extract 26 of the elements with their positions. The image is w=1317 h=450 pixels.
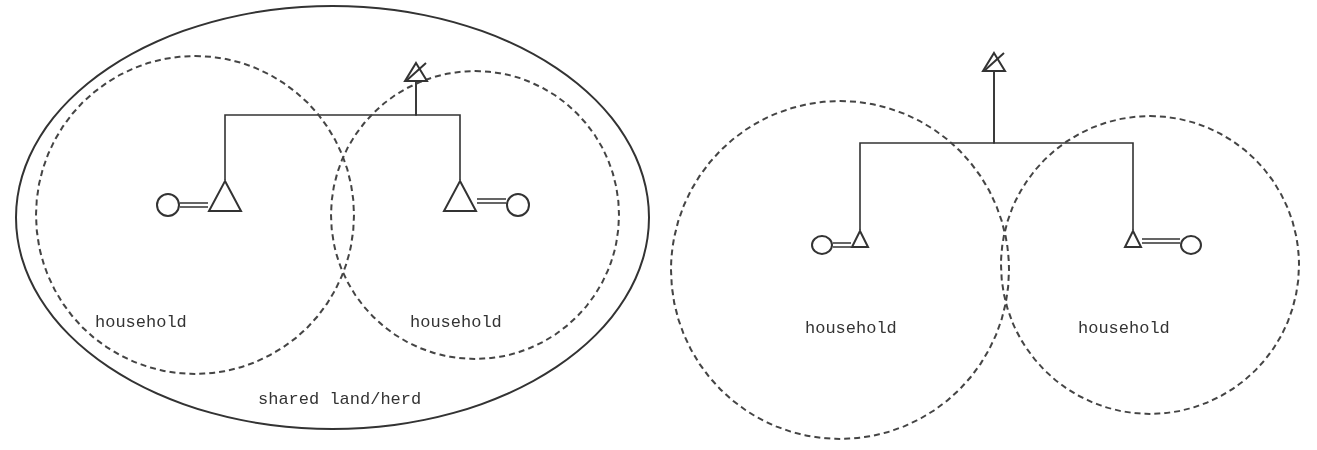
marriage-sign [1141,238,1181,244]
household-label: household [805,319,897,338]
household-circle [1000,115,1300,415]
household-circle [330,70,620,360]
female-symbol [811,235,833,255]
land-herd-ellipse [15,5,650,430]
household-label: household [95,313,187,332]
female-symbol [1180,235,1202,255]
household-label: household [1078,319,1170,338]
female-symbol [156,193,180,217]
male-symbol [208,180,242,212]
male-symbol [851,230,869,248]
household-label: household [410,313,502,332]
female-symbol [506,193,530,217]
male-symbol [443,180,477,212]
deceased-male-symbol [982,52,1006,72]
marriage-sign [832,242,852,248]
descent-line [993,71,1134,231]
descent-line [415,81,461,181]
area-label: shared land/herd [258,390,422,409]
marriage-sign [179,202,209,208]
household-circle [670,100,1010,440]
deceased-male-symbol [404,62,428,82]
male-symbol [1124,230,1142,248]
household-circle [35,55,355,375]
marriage-sign [476,198,507,204]
